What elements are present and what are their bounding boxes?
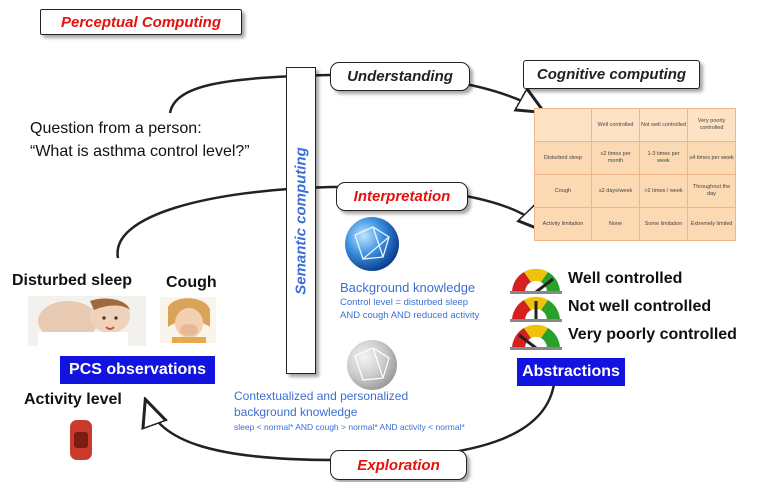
mother-child-photo: [28, 296, 146, 346]
gauge-not-well-controlled: Not well controlled: [508, 292, 711, 322]
contextual-rule: sleep < normal* AND cough > normal* AND …: [234, 422, 465, 432]
table-row: Activity limitation None Some limitation…: [534, 207, 736, 241]
abstractions-bar: Abstractions: [517, 358, 625, 386]
gauge-well-controlled: Well controlled: [508, 264, 682, 294]
level-not-well-controlled: Not well controlled: [568, 298, 712, 315]
contextual-title-line2: background knowledge: [234, 405, 358, 419]
exploration-label: Exploration: [330, 450, 467, 480]
level-well-controlled: Well controlled: [568, 270, 683, 287]
gauge-icon: [510, 296, 562, 322]
question-line-2: “What is asthma control level?”: [30, 143, 250, 160]
understanding-label: Understanding: [330, 62, 470, 91]
grey-globe-icon: [347, 340, 397, 390]
asthma-control-table: Well controlled Not well controlled Very…: [534, 108, 736, 241]
interpretation-label: Interpretation: [336, 182, 468, 211]
table-row: Disturbed sleep ≤2 times per month 1-3 t…: [534, 141, 736, 175]
contextual-title-line1: Contextualized and personalized: [234, 389, 409, 403]
activity-level-label: Activity level: [24, 391, 122, 408]
semantic-computing-label: Semantic computing: [286, 67, 316, 374]
pcs-observations-bar: PCS observations: [60, 356, 215, 384]
table-row: Cough ≤2 days/week >2 times / week Throu…: [534, 174, 736, 208]
table-header-row: Well controlled Not well controlled Very…: [534, 108, 736, 142]
question-line-1: Question from a person:: [30, 120, 202, 137]
gauge-very-poorly-controlled: Very poorly controlled: [508, 320, 737, 350]
coughing-child-photo: [160, 297, 216, 343]
perceptual-computing-title: Perceptual Computing: [40, 9, 242, 35]
background-rule-line2: AND cough AND reduced activity: [340, 310, 480, 321]
background-rule-line1: Control level = disturbed sleep: [340, 297, 469, 308]
fitness-band-icon: [70, 420, 92, 460]
background-knowledge-title: Background knowledge: [340, 280, 476, 295]
gauge-icon: [510, 324, 562, 350]
disturbed-sleep-label: Disturbed sleep: [12, 272, 133, 289]
cough-label: Cough: [166, 274, 217, 291]
interpretation-arc: [116, 185, 542, 259]
cognitive-computing-label: Cognitive computing: [523, 60, 700, 89]
globe-icon: [345, 217, 399, 271]
level-very-poorly-controlled: Very poorly controlled: [568, 326, 737, 343]
gauge-icon: [510, 268, 562, 294]
